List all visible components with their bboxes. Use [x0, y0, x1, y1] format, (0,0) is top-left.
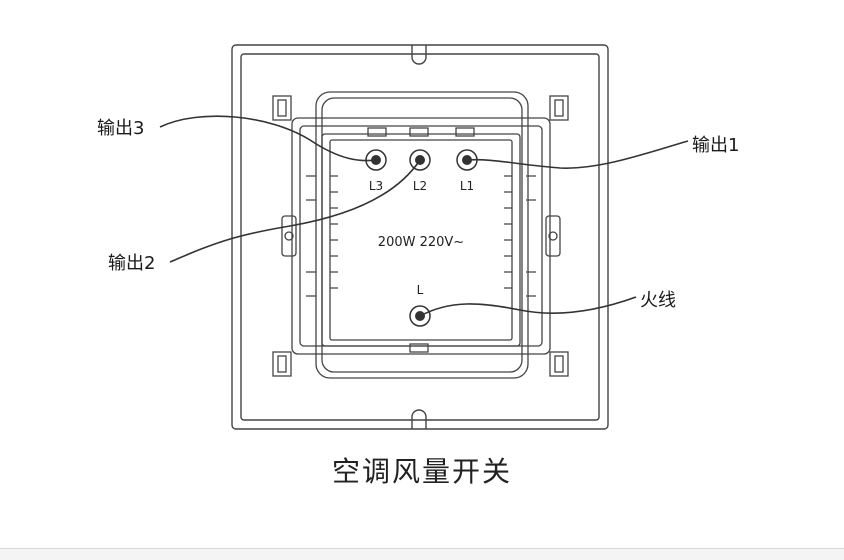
wire-live — [419, 296, 637, 317]
wire-out1 — [466, 140, 689, 169]
wire-out3 — [159, 115, 377, 162]
terminal-label-l3: L3 — [369, 179, 383, 193]
switch-housing — [281, 91, 561, 379]
label-out3: 输出3 — [97, 118, 145, 139]
wires — [159, 115, 689, 317]
terminal-label-l2: L2 — [413, 179, 427, 193]
wire-out2 — [169, 159, 421, 263]
corner-clips — [272, 95, 569, 377]
label-live: 火线 — [640, 290, 676, 311]
terminal-block — [306, 127, 536, 353]
label-out1: 输出1 — [692, 135, 740, 156]
switch-back-plate — [231, 44, 609, 430]
terminal-label-l1: L1 — [460, 179, 474, 193]
label-out2: 输出2 — [108, 253, 156, 274]
terminal-label-l: L — [417, 283, 424, 297]
rating-text: 200W 220V~ — [378, 235, 464, 250]
diagram-caption: 空调风量开关 — [331, 455, 512, 488]
bottom-divider — [0, 548, 844, 560]
